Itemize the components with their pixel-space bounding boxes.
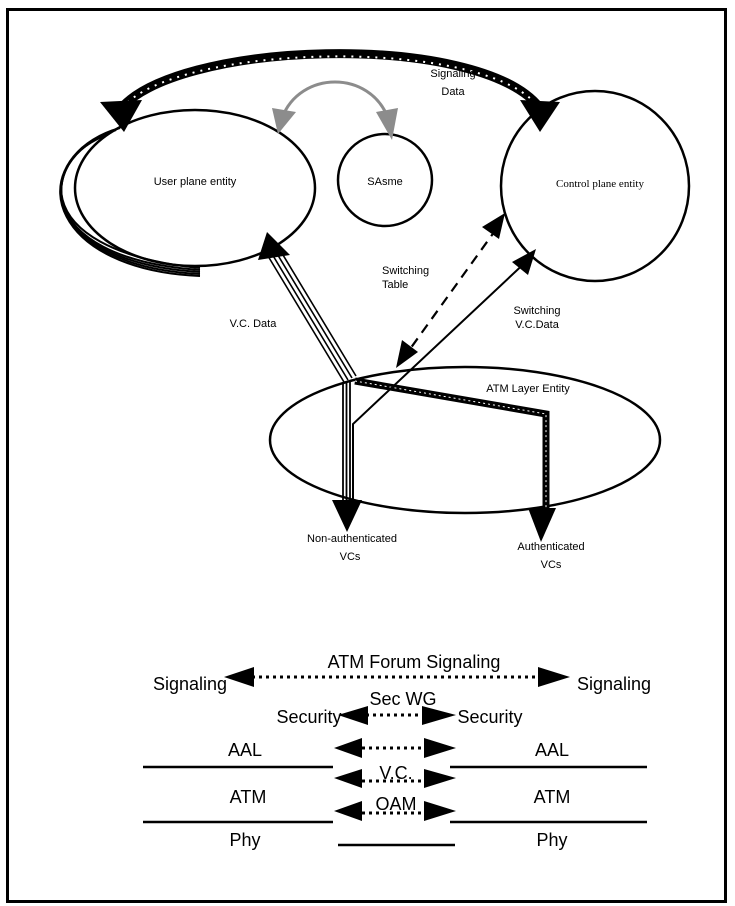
security-left-label: Security [276, 707, 341, 727]
control-plane-entity-label: Control plane entity [556, 178, 644, 190]
atm-layer-entity-node[interactable] [268, 365, 662, 515]
layer-left-atm: ATM [230, 787, 267, 807]
switching-table-arrowhead-bottom [396, 340, 418, 368]
switching-table-arrowhead-top [482, 213, 505, 239]
sa-link-arc [280, 80, 390, 119]
sa-link-arrowhead-left [272, 108, 296, 134]
authenticated-label-line2: VCs [541, 559, 562, 571]
authenticated-arrowhead [528, 508, 556, 542]
signaling-arrowhead-right [538, 667, 570, 687]
layer-right-atm: ATM [534, 787, 571, 807]
vc-arrowhead-left [334, 769, 362, 788]
non-authenticated-bundle [342, 382, 351, 505]
switching-table-label-line1: Switching [382, 265, 429, 277]
user-plane-entity-label: User plane entity [154, 176, 237, 188]
security-arrowhead-right [422, 706, 456, 725]
vc-arrowhead-right [424, 769, 456, 788]
switching-vc-data-label-line1: Switching [513, 305, 560, 317]
switching-table-dashed-line [404, 227, 498, 357]
signaling-data-label-line2: Data [441, 86, 465, 98]
sasme-label: SAsme [367, 176, 402, 188]
vc-data-arrowhead [258, 232, 290, 260]
frame-border [6, 8, 727, 903]
vc-label: V.C. [379, 763, 412, 783]
non-authenticated-label-line2: VCs [340, 551, 361, 563]
signaling-data-arrowhead-left [100, 100, 142, 132]
oam-arrowhead-left [334, 801, 362, 821]
security-right-label: Security [457, 707, 522, 727]
vc-data-label: V.C. Data [230, 318, 278, 330]
authenticated-path [354, 377, 550, 515]
signaling-arrowhead-left [224, 667, 254, 687]
non-authenticated-arrowhead [332, 500, 362, 532]
aal-arrowhead-right [424, 738, 456, 758]
layer-right-phy: Phy [536, 830, 567, 850]
switching-vc-data-arrowhead [512, 249, 536, 275]
non-authenticated-label-line1: Non-authenticated [307, 533, 397, 545]
signaling-left-label: Signaling [153, 674, 227, 694]
signaling-data-arrowhead-right [520, 100, 560, 132]
sa-link-arrowhead-right [376, 108, 398, 140]
switching-vc-data-label-line2: V.C.Data [515, 319, 560, 331]
layer-left-phy: Phy [229, 830, 260, 850]
sasme-node[interactable] [336, 132, 434, 228]
switching-vc-data-line [352, 257, 531, 505]
layer-left-aal: AAL [228, 740, 262, 760]
sec-wg-label: Sec WG [369, 689, 436, 709]
aal-arrowhead-left [334, 738, 362, 758]
layer-right-aal: AAL [535, 740, 569, 760]
switching-table-label-line2: Table [382, 279, 408, 291]
signaling-right-label: Signaling [577, 674, 651, 694]
user-plane-entity-node[interactable] [73, 108, 317, 268]
oam-arrowhead-right [424, 801, 456, 821]
control-plane-entity-node[interactable] [499, 89, 691, 283]
atm-layer-entity-label: ATM Layer Entity [486, 383, 570, 395]
atm-forum-signaling-label: ATM Forum Signaling [328, 652, 501, 672]
oam-label: OAM [375, 794, 416, 814]
vc-data-bundle [267, 249, 357, 383]
authenticated-label-line1: Authenticated [517, 541, 584, 553]
signaling-data-arc [114, 49, 544, 115]
security-arrowhead-left [338, 706, 368, 725]
signaling-data-label-line1: Signaling [430, 68, 475, 80]
